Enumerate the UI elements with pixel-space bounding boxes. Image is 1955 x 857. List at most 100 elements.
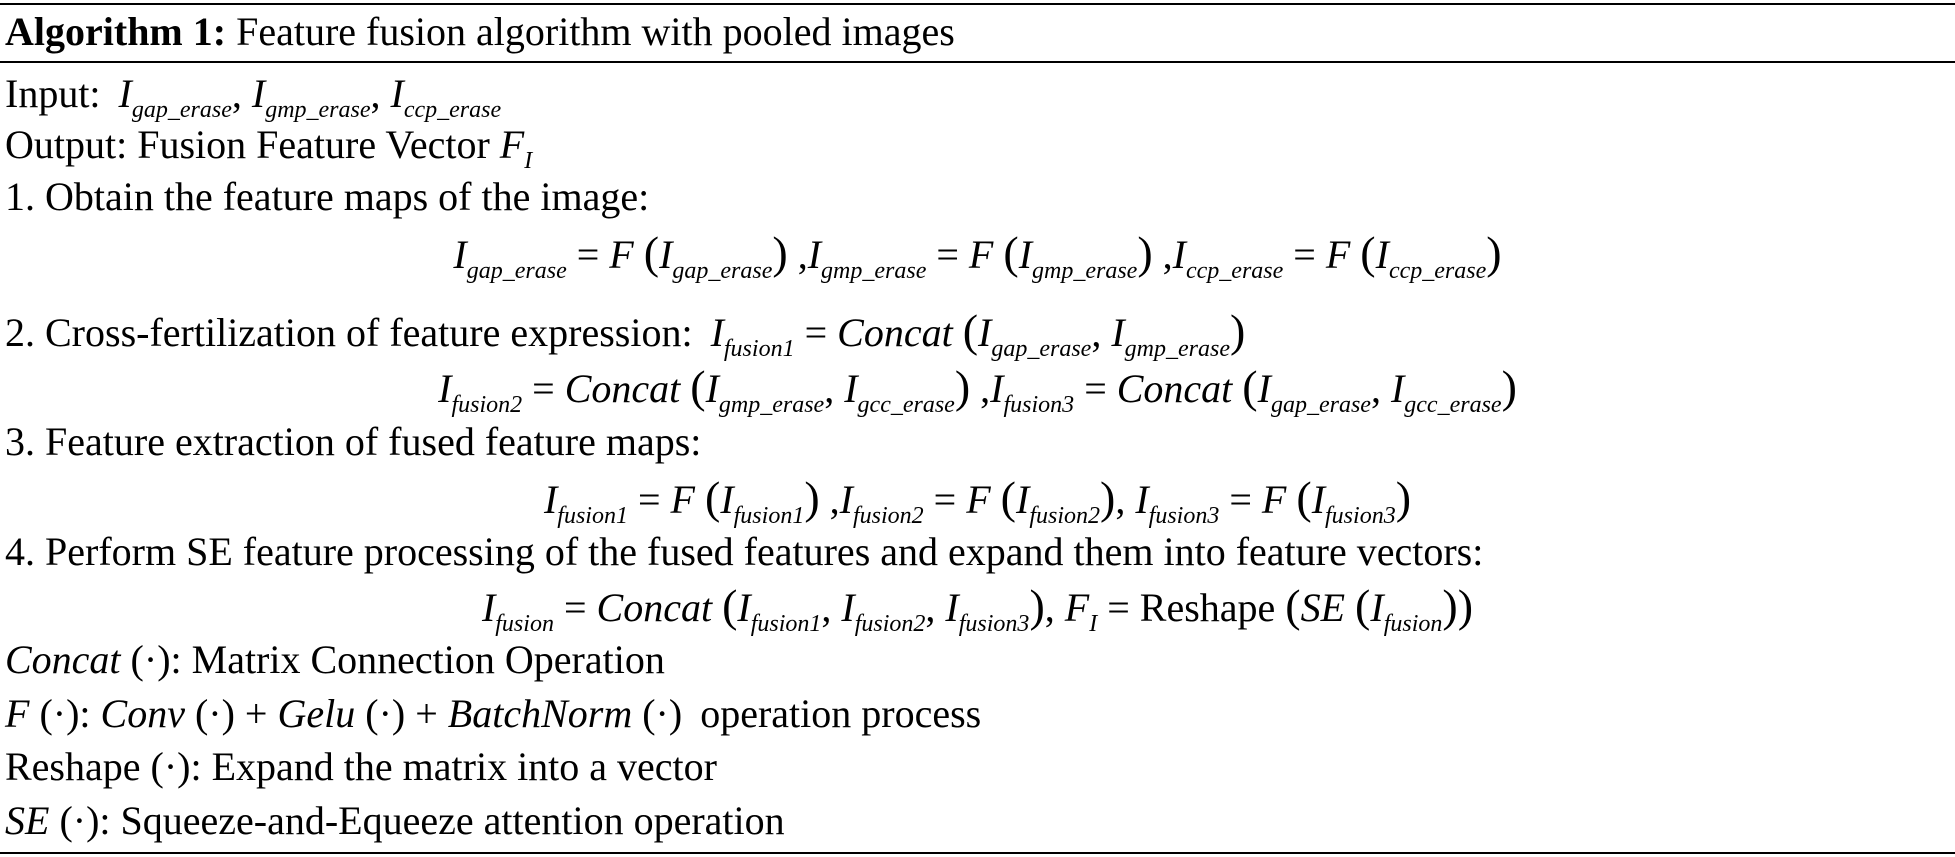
math-token: I [1018,232,1033,277]
math-token: ) [1457,580,1474,631]
definition-reshape: Reshape (·): Expand the matrix into a ve… [5,742,717,792]
math-token: ( [1242,361,1258,412]
math-token: fusion3 [958,611,1030,637]
math-token: ) [954,361,971,412]
math-token: I [737,585,751,630]
math-token: ( [1003,227,1019,278]
math-token: , [821,585,832,630]
math-token: fusion [1383,611,1443,637]
math-token: gap_erase [1270,392,1371,418]
math-token: I [438,366,452,411]
math-token: (·) [642,691,683,736]
math-token: = [933,477,957,522]
math-token: Concat [837,310,953,355]
math-token: = [1107,585,1130,630]
math-token: fusion3 [1325,503,1396,529]
def-arg: (·): [39,691,91,736]
math-token: operation process [700,691,982,736]
math-token: fusion2 [1029,503,1101,529]
def-arg: (·): [59,798,111,843]
math-token: , [1044,585,1055,630]
math-token: I [1111,310,1125,355]
math-token: I [481,585,496,630]
math-token: I [839,477,853,522]
math-token: I [1135,477,1149,522]
math-token: I [453,232,467,277]
math-token: gcc_erase [857,392,955,418]
output-prefix: Output: Fusion Feature Vector [5,122,490,167]
input-sub-1: gap_erase [131,97,232,123]
math-token: Concat [596,585,713,630]
math-token: ccp_erase [1388,258,1487,284]
math-token: ) [772,227,788,278]
math-token: = [637,477,661,522]
math-token: , [925,585,936,630]
math-token: I [807,232,822,277]
comma: , [231,71,242,116]
equation-1: Igap_erase = F (Igap_erase) ,Igmp_erase … [0,227,1955,284]
math-token: gmp_erase [718,392,825,418]
input-prefix: Input: [5,71,101,116]
math-token: fusion2 [852,503,924,529]
step-2: 2. Cross-fertilization of feature expres… [5,306,1245,362]
math-token: ( [690,361,706,412]
algorithm-title: Feature fusion algorithm with pooled ima… [236,9,955,54]
math-token: ( [1000,472,1016,523]
math-token: = [936,232,959,277]
math-token: I [978,310,992,355]
math-token: , [829,477,840,522]
math-token: F [1064,585,1090,630]
math-token: fusion1 [557,503,628,529]
math-token: I [659,232,673,277]
math-token: fusion2 [854,611,926,637]
def-term: SE [5,798,50,843]
math-token: fusion2 [451,392,523,418]
math-token: F [670,477,695,522]
math-token: (·) + [365,691,438,736]
input-sub-2: gmp_erase [265,97,371,123]
math-token: F [966,477,991,522]
math-token: ccp_erase [1186,258,1284,284]
output-symbol: F [499,122,525,167]
math-token: F [1325,232,1351,277]
math-token: , [797,232,808,277]
math-token: gmp_erase [1124,336,1230,362]
math-token: I [1375,232,1389,277]
math-token: ( [722,580,738,631]
math-token: ) [1137,227,1153,278]
math-token: BatchNorm [447,691,633,736]
math-token: = [1293,232,1316,277]
equation-3: Ifusion1 = F (Ifusion1) ,Ifusion2 = F (I… [0,472,1955,529]
output-sub: I [524,148,533,174]
math-token: , [980,366,991,411]
math-token: ( [704,472,721,523]
math-token: = [1084,366,1107,411]
math-token: Conv [100,691,185,736]
math-token: I [1390,366,1405,411]
definition-se: SE (·): Squeeze-and-Equeeze attention op… [5,796,785,846]
math-token: I [1016,477,1030,522]
def-desc: Expand the matrix into a vector [211,744,717,789]
step-3: 3. Feature extraction of fused feature m… [5,417,701,467]
math-token: SE [1300,585,1346,630]
step-1: 1. Obtain the feature maps of the image: [5,172,649,222]
math-token: fusion1 [750,611,822,637]
math-token: fusion1 [723,336,795,362]
math-token: = [1229,477,1252,522]
math-token: gmp_erase [821,258,927,284]
math-token: I [720,477,734,522]
equation-4: Ifusion = Concat (Ifusion1, Ifusion2, If… [0,580,1955,637]
math-token: , [1370,366,1381,411]
math-token: I [990,366,1004,411]
def-desc: Matrix Connection Operation [191,637,665,682]
math-token: gap_erase [991,336,1092,362]
math-token: = [576,232,600,277]
math-token: I [1089,611,1098,637]
output-line: Output: Fusion Feature Vector FI [5,120,532,173]
step-3-text: 3. Feature extraction of fused feature m… [5,419,702,464]
math-token: I [543,477,558,522]
math-token: gmp_erase [1032,258,1138,284]
math-token: ) [1442,580,1458,631]
math-token: ) [804,472,820,523]
math-token: I [705,366,719,411]
